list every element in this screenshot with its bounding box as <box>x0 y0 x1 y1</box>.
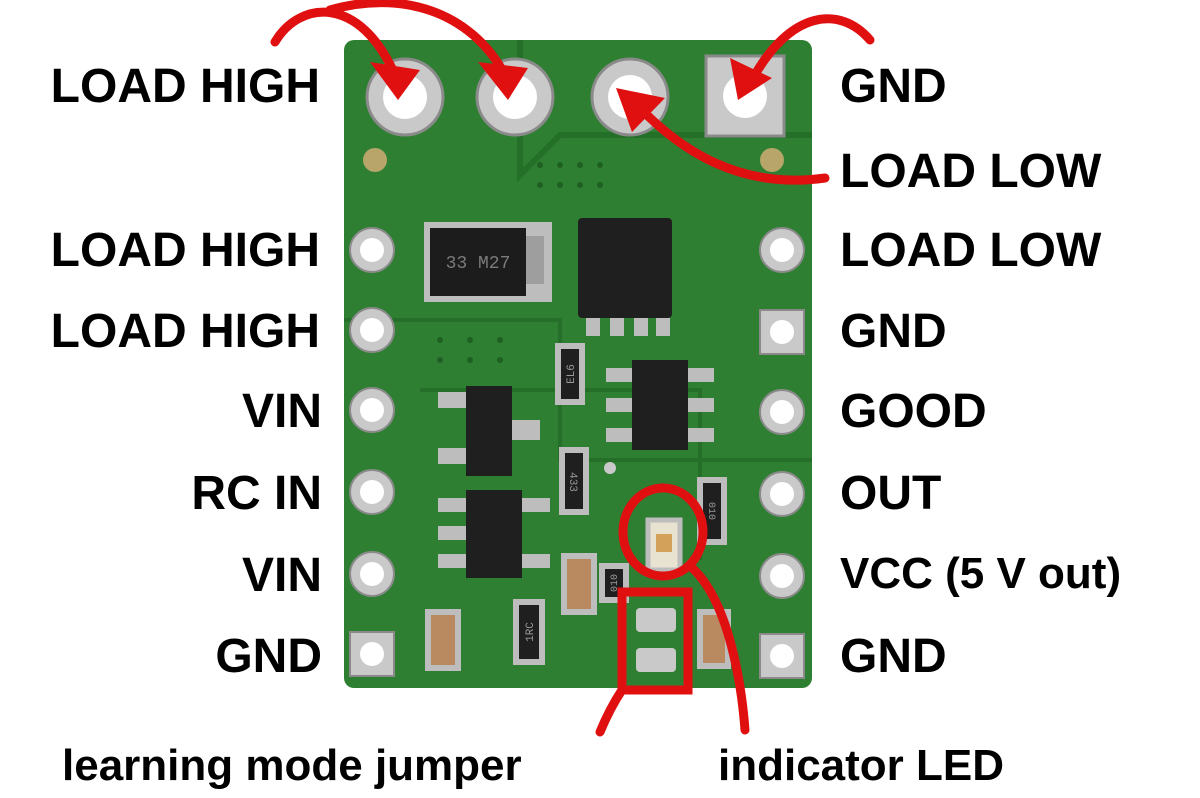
resistor-r2: 433 <box>559 447 589 515</box>
pad-hole <box>360 238 384 262</box>
label-left-load-high-2: LOAD HIGH <box>50 224 320 277</box>
via <box>363 148 387 172</box>
label-left-gnd: GND <box>215 630 322 683</box>
arrowhead-load-high-1 <box>370 62 420 100</box>
label-left-load-high-1: LOAD HIGH <box>50 60 320 113</box>
label-right-gnd-2: GND <box>840 305 947 358</box>
label-right-gnd-3: GND <box>840 630 947 683</box>
jumper-highlight-box <box>617 587 693 695</box>
jumper-leader-line <box>595 685 627 737</box>
label-learning-mode-jumper: learning mode jumper <box>62 741 522 790</box>
resistor-r1: EL6 <box>555 343 585 405</box>
resistor-r2-marking: 433 <box>566 472 578 492</box>
label-left-load-high-3: LOAD HIGH <box>50 305 320 358</box>
pad-hole <box>770 644 794 668</box>
annotation-arrows <box>270 0 875 737</box>
label-right-vcc: VCC (5 V out) <box>840 549 1122 598</box>
resistor-r1-marking: EL6 <box>566 364 578 384</box>
pad-hole <box>360 318 384 342</box>
right-pads <box>759 227 805 679</box>
arrow-gnd-top <box>747 14 875 85</box>
resistor-r3-marking: 1RC <box>525 622 537 642</box>
diode-marking: 33 M27 <box>446 254 511 274</box>
arrow-load-high-2 <box>325 0 510 80</box>
pad-hole <box>360 562 384 586</box>
resistor-r3: 1RC <box>513 599 545 665</box>
led-highlight-circle <box>618 483 708 581</box>
label-left-vin-1: VIN <box>241 385 322 438</box>
pad-hole <box>360 642 384 666</box>
label-right-load-low-2: LOAD LOW <box>840 224 1102 277</box>
microcontroller-chip <box>606 360 714 450</box>
vias <box>437 162 616 474</box>
pad-hole <box>770 400 794 424</box>
left-pads <box>349 227 395 677</box>
label-right-gnd-1: GND <box>840 60 947 113</box>
resistor-r4-marking: 010 <box>610 574 621 592</box>
jumper-pads <box>636 608 676 672</box>
pad-hole <box>770 320 794 344</box>
pad-hole <box>360 398 384 422</box>
label-left-rc-in: RC IN <box>191 467 322 520</box>
regulator-chip <box>438 386 540 476</box>
label-right-good: GOOD <box>840 385 987 438</box>
arrow-load-low <box>633 101 830 185</box>
mosfet-chip <box>578 218 672 336</box>
resistor-r5-marking: 010 <box>705 502 716 520</box>
label-left-vin-2: VIN <box>241 549 322 602</box>
capacitor <box>561 553 597 615</box>
pad-hole <box>360 480 384 504</box>
led-component <box>645 517 683 573</box>
capacitor <box>425 609 461 671</box>
pad-hole <box>770 238 794 262</box>
arrowhead-load-low <box>616 88 665 132</box>
transistor-chip <box>438 490 550 578</box>
label-indicator-led: indicator LED <box>718 741 1005 790</box>
pad-hole <box>770 482 794 506</box>
pad-hole <box>770 564 794 588</box>
arrowhead-load-high-2 <box>478 62 528 100</box>
label-right-out: OUT <box>840 467 942 520</box>
diode-component: 33 M27 <box>424 222 552 302</box>
label-right-load-low-1: LOAD LOW <box>840 145 1102 198</box>
arrowheads <box>370 58 772 132</box>
via <box>760 148 784 172</box>
led-leader-line <box>685 561 750 735</box>
arrowhead-gnd-top <box>730 58 772 100</box>
